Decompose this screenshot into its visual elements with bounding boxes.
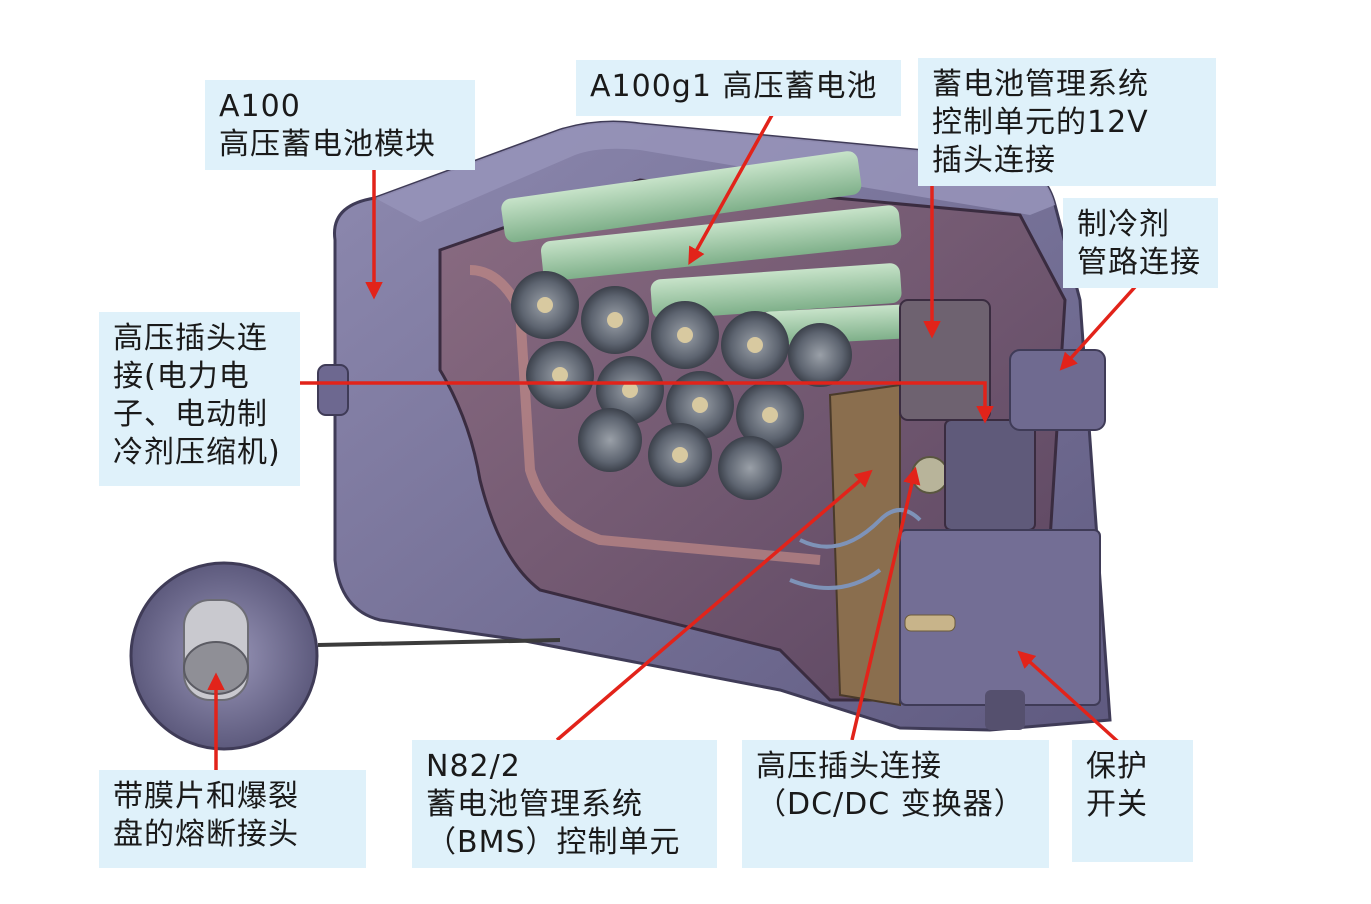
- label-hv-connector: 高压插头连 接(电力电 子、电动制 冷剂压缩机): [99, 312, 300, 486]
- coolant-connector: [1009, 349, 1106, 431]
- callout-arrows: [207, 114, 1138, 770]
- inner-wall: [469, 265, 821, 565]
- arrow-hv-connector: [300, 381, 994, 424]
- housing-lid: [375, 122, 1055, 222]
- arrow-battery: [688, 114, 774, 266]
- arrow-dcdc: [850, 466, 921, 741]
- bms-board: [828, 383, 901, 707]
- terminal-bolt: [904, 614, 956, 632]
- bms-12v-connector: [899, 299, 991, 421]
- fuse-leader-line: [317, 638, 561, 647]
- label-bms: N82/2 蓄电池管理系统 （BMS）控制单元: [412, 740, 717, 868]
- label-switch: 保护 开关: [1072, 740, 1193, 862]
- label-coolant: 制冷剂 管路连接: [1063, 198, 1218, 288]
- side-mount: [317, 364, 349, 416]
- arrow-coolant: [1059, 285, 1137, 371]
- arrow-bms: [555, 469, 873, 742]
- label-fuse: 带膜片和爆裂 盘的熔断接头: [99, 770, 366, 868]
- hv-connector-block: [944, 419, 1036, 531]
- label-module: A100 高压蓄电池模块: [205, 80, 475, 170]
- label-battery: A100g1 高压蓄电池: [576, 60, 901, 116]
- foot: [985, 690, 1025, 730]
- dcdc-connector: [911, 456, 949, 494]
- label-bms-12v: 蓄电池管理系统 控制单元的12V 插头连接: [918, 58, 1216, 186]
- label-dcdc: 高压插头连接 （DC/DC 变换器）: [742, 740, 1049, 868]
- cell-rolls: [511, 271, 852, 500]
- cell-tops: [501, 151, 912, 346]
